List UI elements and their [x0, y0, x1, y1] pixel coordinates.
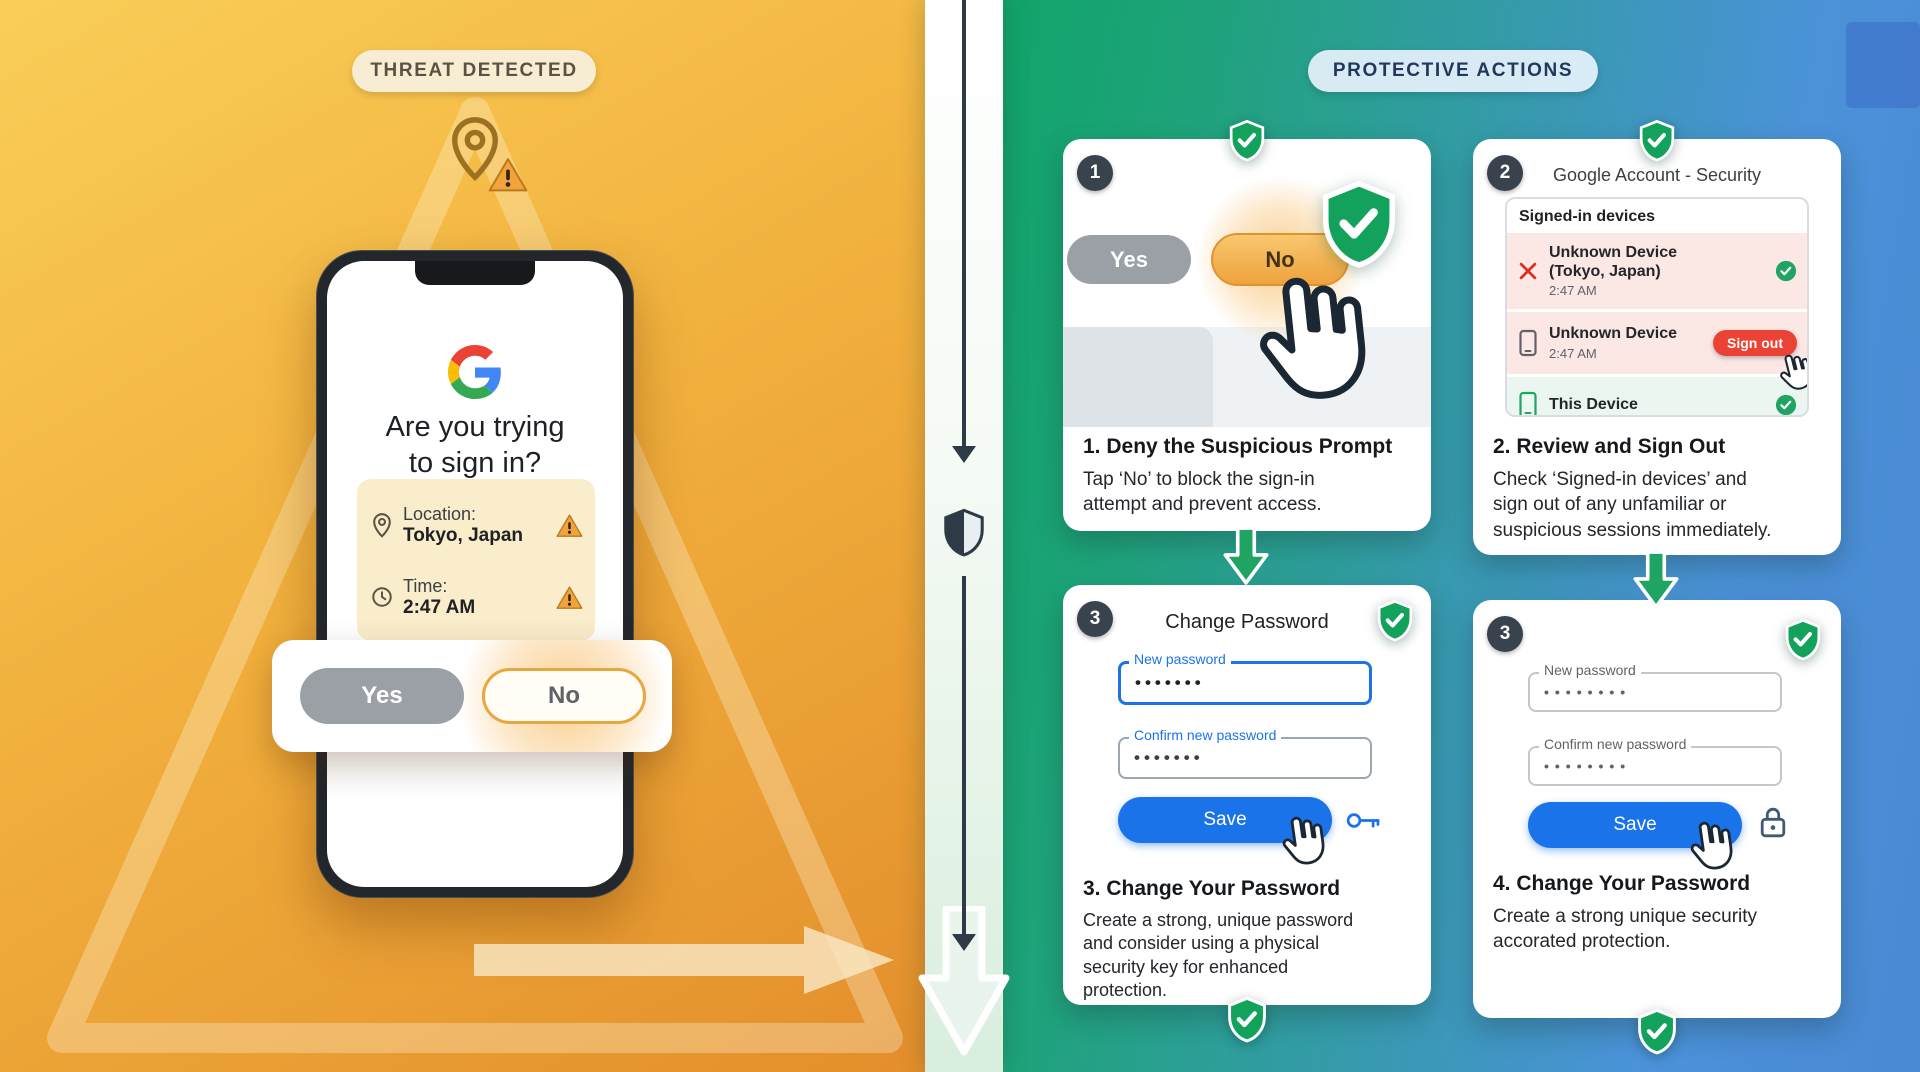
new-password-label: New password [1539, 662, 1641, 679]
warning-icon [556, 513, 583, 538]
device-name: Unknown Device [1549, 244, 1678, 262]
step-description: Tap ‘No’ to block the sign-in attempt an… [1083, 469, 1322, 516]
location-text: Location: Tokyo, Japan [403, 504, 523, 547]
flow-arrow-right [474, 926, 894, 994]
card-header: Change Password [1165, 611, 1329, 633]
signin-question: Are you trying to sign in? [385, 411, 565, 480]
step4-card: 3 •••••••• New password •••••••• Confirm… [1473, 600, 1841, 1018]
phone-device-icon [1517, 329, 1539, 357]
time-row: Time: 2:47 AM [371, 565, 583, 629]
shield-check-icon [1227, 119, 1267, 163]
flow-divider [925, 0, 1003, 1072]
step-number-badge: 3 [1077, 601, 1113, 637]
device-time: 2:47 AM [1549, 282, 1597, 298]
device-name: This Device [1549, 395, 1638, 413]
hand-cursor-icon [1275, 808, 1333, 876]
step-description: Create a strong unique security accorate… [1493, 906, 1758, 953]
step-number-badge: 3 [1487, 616, 1523, 652]
device-subname: (Tokyo, Japan) [1549, 262, 1661, 280]
sign-out-button[interactable]: Sign out [1713, 330, 1797, 356]
device-row-this-device[interactable]: This Device [1507, 377, 1807, 417]
device-text: This Device [1549, 396, 1638, 414]
devices-panel-title: Signed-in devices [1519, 208, 1656, 225]
yes-button[interactable]: Yes [300, 668, 464, 724]
time-label: Time: [403, 575, 448, 596]
suspicious-location-marker [444, 114, 540, 218]
hand-cursor-icon [1683, 813, 1741, 881]
device-row-unknown-tokyo[interactable]: Unknown Device (Tokyo, Japan) 2:47 AM [1507, 233, 1807, 309]
divider-line [962, 906, 966, 934]
device-text: Unknown Device 2:47 AM [1549, 325, 1677, 360]
signin-details-panel: Location: Tokyo, Japan Time: 2:47 AM [357, 479, 595, 641]
step-title: 3. Change Your Password [1083, 877, 1341, 900]
divider-arrowhead [952, 934, 976, 951]
security-shield-icon [941, 508, 987, 558]
divider-line [962, 0, 966, 448]
step-number-badge: 2 [1487, 155, 1523, 191]
blocked-x-icon [1517, 257, 1539, 285]
decor-block [1846, 22, 1920, 108]
divider-line [962, 576, 966, 908]
signin-prompt-buttons: Yes No [272, 640, 672, 752]
threat-panel: THREAT DETECTED Are you trying to sign i… [0, 0, 930, 1072]
phone-device-icon [1517, 391, 1539, 417]
card-header: Google Account - Security [1552, 165, 1762, 185]
shield-check-icon [1637, 119, 1677, 163]
threat-badge: THREAT DETECTED [352, 50, 596, 92]
devices-panel: Signed-in devices Unknown Device (Tokyo,… [1505, 197, 1809, 417]
shield-check-icon [1317, 179, 1401, 271]
shield-check-icon [1783, 618, 1823, 662]
down-arrow-icon [1222, 526, 1270, 586]
location-value: Tokyo, Japan [403, 524, 524, 546]
warning-icon [556, 585, 583, 610]
step1-card: 1 Yes No 1. Deny the Suspicious Prompt T… [1063, 139, 1431, 531]
device-row-unknown[interactable]: Unknown Device 2:47 AM Sign out [1507, 312, 1807, 374]
shield-check-icon [1375, 599, 1415, 643]
no-button[interactable]: No [482, 668, 646, 724]
divider-arrowhead [952, 446, 976, 463]
key-icon [1345, 809, 1381, 832]
step-number-badge: 1 [1077, 155, 1113, 191]
phone-mockup: Are you trying to sign in? Location: Tok… [316, 250, 634, 898]
location-pin-icon [371, 512, 393, 538]
location-label: Location: [403, 503, 477, 524]
device-name: Unknown Device [1549, 325, 1678, 343]
new-password-label: New password [1129, 651, 1231, 668]
lock-icon [1759, 806, 1787, 839]
hand-cursor-icon [1243, 259, 1384, 425]
confirm-password-label: Confirm new password [1539, 736, 1692, 753]
phone-screen: Are you trying to sign in? Location: Tok… [327, 261, 623, 887]
time-value: 2:47 AM [403, 596, 476, 618]
clock-icon [371, 586, 393, 608]
illustration-gray-block [1063, 327, 1213, 427]
device-time: 2:47 AM [1549, 345, 1597, 361]
device-text: Unknown Device (Tokyo, Japan) 2:47 AM [1549, 244, 1677, 298]
step-title: 1. Deny the Suspicious Prompt [1083, 435, 1393, 458]
protective-badge: PROTECTIVE ACTIONS [1308, 50, 1598, 92]
new-password-input[interactable]: ••••••• [1118, 661, 1372, 705]
warning-icon [488, 156, 528, 193]
location-row: Location: Tokyo, Japan [371, 493, 583, 557]
confirm-password-input[interactable]: ••••••• [1118, 737, 1372, 779]
step-title: 4. Change Your Password [1493, 872, 1751, 895]
down-arrow-icon [1632, 550, 1680, 610]
step3-card: 3 Change Password ••••••• New password •… [1063, 585, 1431, 1005]
shield-check-icon [1225, 996, 1269, 1044]
warning-triangle-outline [47, 97, 903, 1053]
confirm-password-label: Confirm new password [1129, 727, 1282, 744]
time-text: Time: 2:47 AM [403, 576, 475, 619]
phone-notch [415, 261, 535, 285]
shield-check-icon [1635, 1008, 1679, 1056]
step-title: 2. Review and Sign Out [1493, 435, 1726, 458]
step2-card: 2 Google Account - Security Signed-in de… [1473, 139, 1841, 555]
step-description: Check ‘Signed-in devices’ and sign out o… [1493, 469, 1772, 541]
check-circle-icon [1775, 260, 1797, 282]
yes-button[interactable]: Yes [1067, 235, 1191, 284]
google-logo [448, 345, 502, 399]
step-description: Create a strong, unique password and con… [1083, 910, 1354, 1001]
